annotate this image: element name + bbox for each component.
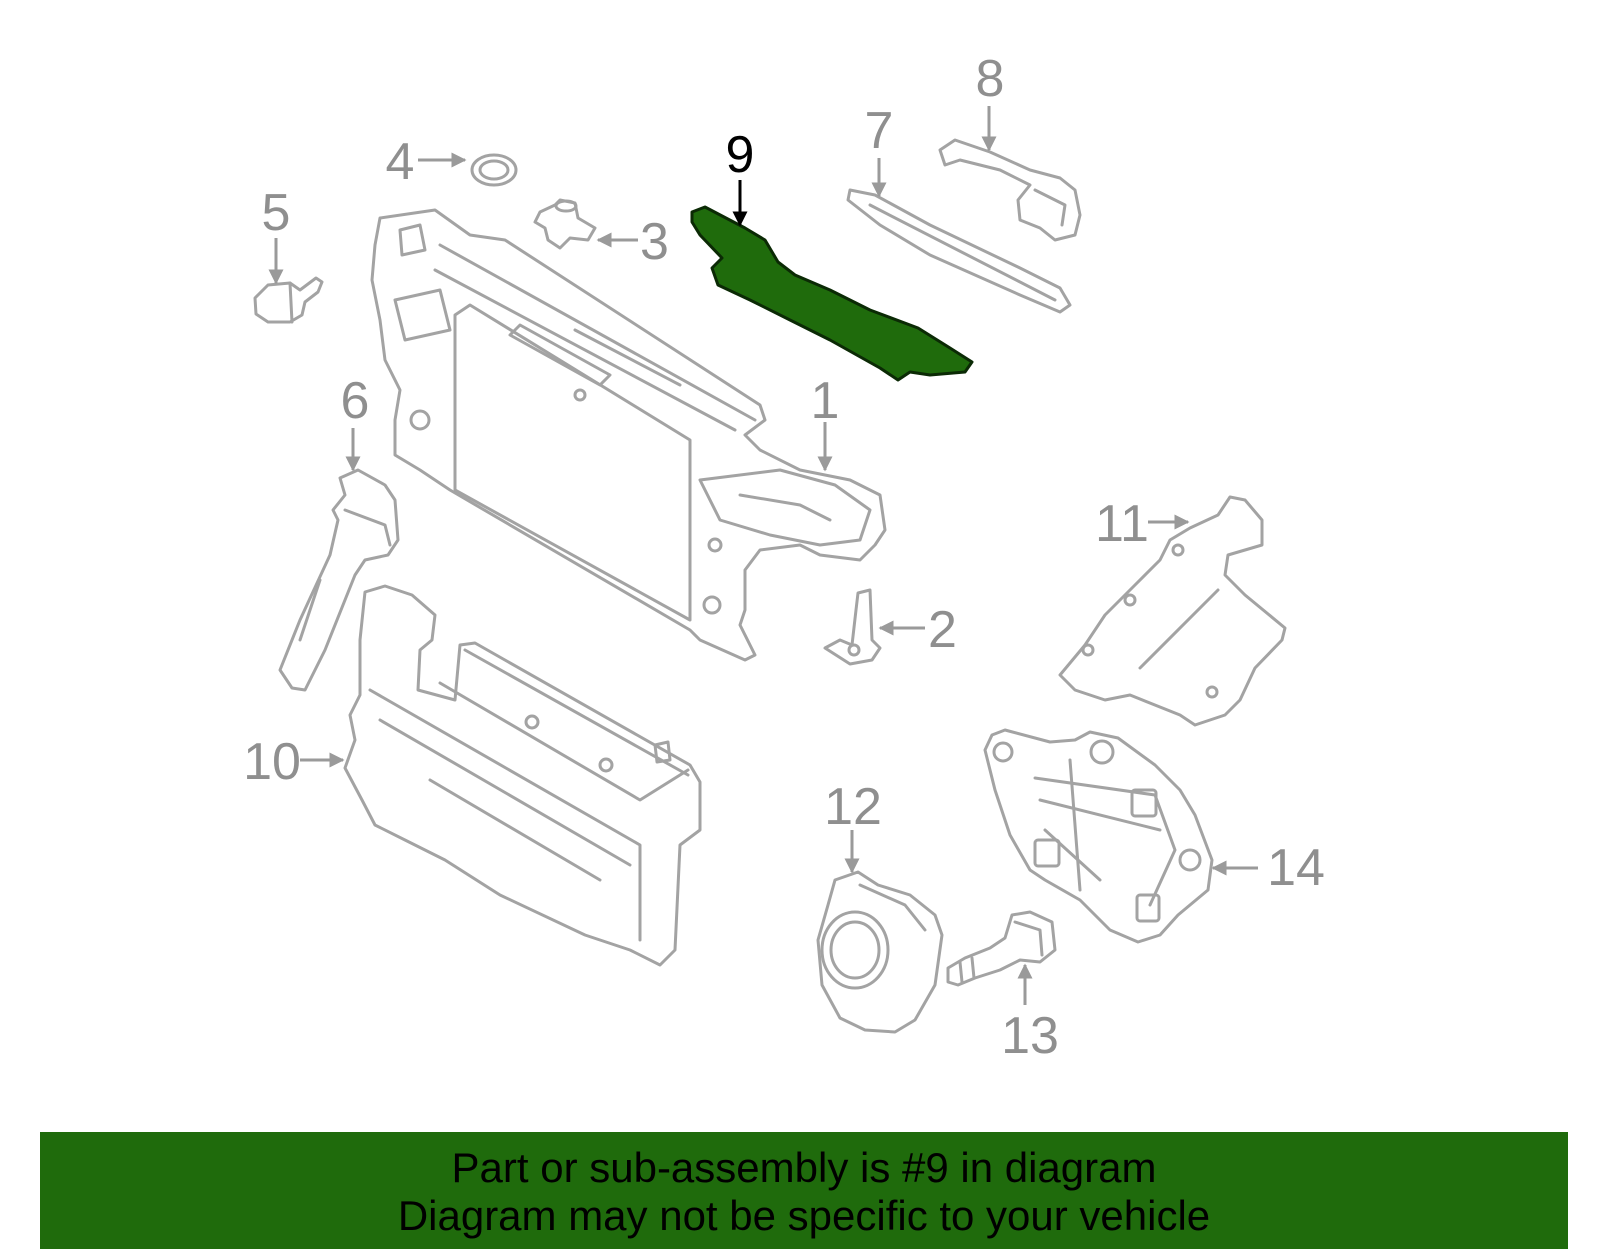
part-7-seal-strip[interactable] [846,188,1072,314]
callout-6: 6 [341,372,370,430]
callout-8: 8 [976,50,1005,108]
part-5-bolt[interactable] [253,276,324,324]
footer-banner: Part or sub-assembly is #9 in diagram Di… [40,1132,1568,1249]
callout-3: 3 [640,213,669,271]
part-13-socket[interactable] [946,910,1057,987]
leader-lines [268,106,1258,1005]
callout-13: 13 [1001,1007,1059,1065]
part-12-fog-lamp[interactable] [816,870,944,1034]
part-10-air-duct[interactable] [343,584,702,967]
part-14-mounting-panel[interactable] [983,728,1214,944]
part-3-clip[interactable] [533,198,597,250]
callout-1: 1 [811,372,840,430]
callout-7: 7 [865,102,894,160]
callout-14: 14 [1267,839,1325,897]
part-6-side-bracket[interactable] [278,468,400,692]
callout-9: 9 [726,126,755,184]
callout-labels: 1 2 3 4 5 6 7 8 9 10 11 12 13 14 [243,50,1325,1065]
part-1-radiator-support[interactable] [370,208,887,662]
footer-line-2: Diagram may not be specific to your vehi… [397,1192,1211,1239]
part-2-bracket[interactable] [823,588,882,666]
callout-10: 10 [243,733,301,791]
callout-2: 2 [928,601,957,659]
part-11-splash-shield[interactable] [1058,495,1287,727]
part-4-grommet[interactable] [470,153,518,187]
part-9-upper-tie-bar[interactable] [690,205,974,382]
callout-12: 12 [824,778,882,836]
callout-4: 4 [386,133,415,191]
footer-line-1: Part or sub-assembly is #9 in diagram [451,1144,1157,1191]
callout-5: 5 [262,184,291,242]
callout-11: 11 [1095,495,1149,553]
part-8-latch[interactable] [938,138,1082,242]
